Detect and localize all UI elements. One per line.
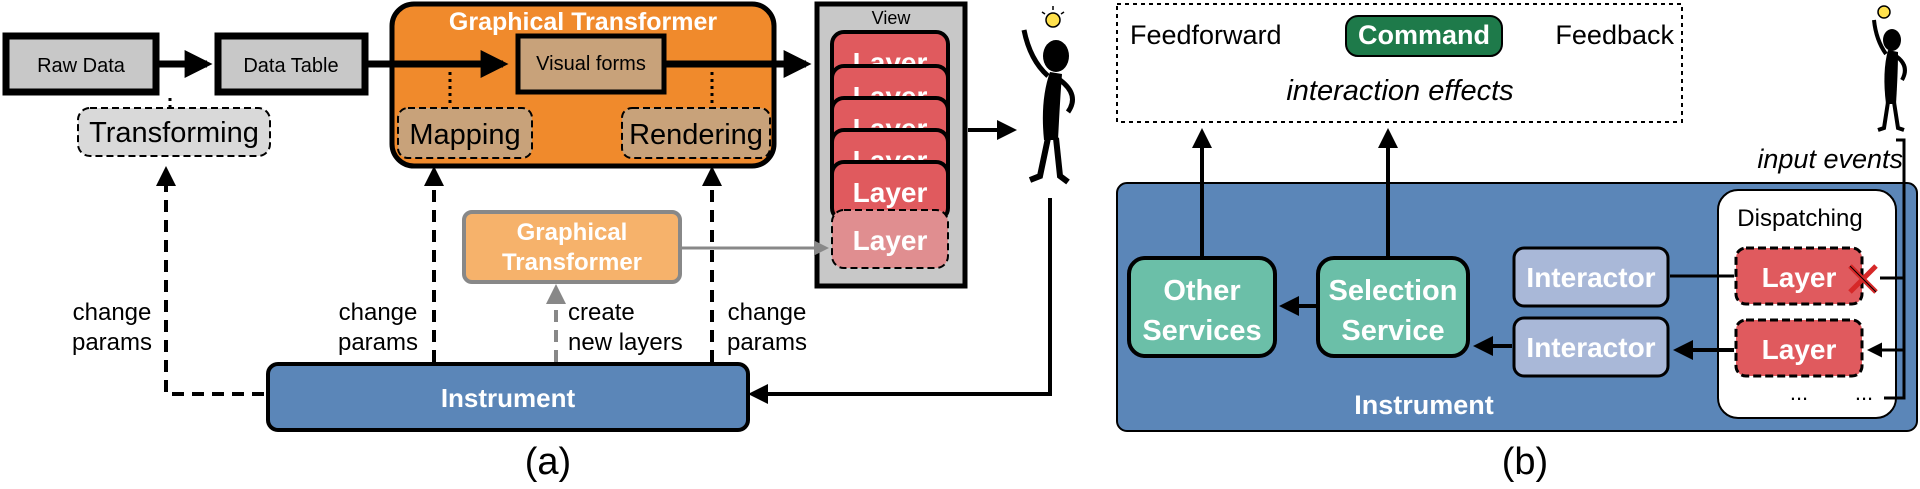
other-services-line1: Other <box>1163 275 1240 307</box>
blocked-cross-icon <box>1848 264 1878 294</box>
other-services-box: Other Services <box>1127 256 1277 358</box>
interactor-2-box: Interactor <box>1512 316 1670 378</box>
graphical-transformer-title: Graphical Transformer <box>449 8 717 36</box>
instrument-a-box: Instrument <box>266 362 750 432</box>
selection-service-line1: Selection <box>1329 275 1458 307</box>
new-layer-card <box>831 209 949 269</box>
arrow-user-to-instrument <box>748 198 1052 404</box>
input-events-line <box>1884 138 1906 400</box>
new-gt-label-1: Graphical <box>517 219 628 246</box>
change-params-2-line2: params <box>338 329 418 356</box>
mapping-box: Mapping <box>397 107 533 159</box>
dispatch-layer-1-label: Layer <box>1762 262 1837 293</box>
feedforward-label: Feedforward <box>1130 20 1282 50</box>
change-params-1-line1: change <box>73 299 152 326</box>
dispatch-layer-2: Layer <box>1734 318 1864 378</box>
rendering-box: Rendering <box>621 107 771 159</box>
new-graphical-transformer-box: Graphical Transformer <box>462 210 682 284</box>
transforming-box: Transforming <box>77 107 271 157</box>
other-services-line2: Services <box>1142 315 1261 347</box>
selection-service-line2: Service <box>1341 315 1444 347</box>
change-params-3-line1: change <box>728 299 807 326</box>
transforming-label: Transforming <box>89 117 259 149</box>
new-layer-label: Layer <box>853 225 928 256</box>
view-title: View <box>872 8 912 28</box>
user-figure-icon <box>1021 6 1075 185</box>
instrument-a-label: Instrument <box>441 383 576 413</box>
ellipsis-1: ... <box>1790 380 1808 405</box>
interaction-effects-box: Feedforward Command Feedback interaction… <box>1116 3 1683 123</box>
data-table-label: Data Table <box>243 55 338 77</box>
selection-service-box: Selection Service <box>1316 256 1470 358</box>
feedback-label: Feedback <box>1555 20 1674 50</box>
command-label: Command <box>1358 20 1490 50</box>
change-params-1-line2: params <box>72 329 152 356</box>
instrument-b-label: Instrument <box>1354 390 1494 420</box>
rendering-label: Rendering <box>629 119 763 151</box>
interactor-1-label: Interactor <box>1526 262 1655 293</box>
raw-data-label: Raw Data <box>37 55 126 77</box>
caption-a: (a) <box>525 441 571 483</box>
dispatch-layer-1: Layer <box>1734 246 1864 306</box>
interactor-2-label: Interactor <box>1526 332 1655 363</box>
visual-forms-label: Visual forms <box>536 53 646 75</box>
layer-stack: Layer Layer Layer Layer Layer Layer <box>830 30 950 269</box>
interactor-1-box: Interactor <box>1512 246 1670 308</box>
command-badge <box>1345 15 1503 57</box>
new-gt-label-2: Transformer <box>502 249 642 276</box>
create-new-layers-line2: new layers <box>568 329 683 356</box>
change-params-2-line1: change <box>339 299 418 326</box>
arrow-change-params-transforming <box>156 166 264 396</box>
dispatching-label: Dispatching <box>1737 205 1862 232</box>
change-params-3-line2: params <box>727 329 807 356</box>
layer-label: Layer <box>853 177 928 208</box>
user-figure-b-icon <box>1872 5 1907 132</box>
raw-data-box: Raw Data <box>2 32 160 96</box>
dispatch-layer-2-label: Layer <box>1762 334 1837 365</box>
data-table-box: Data Table <box>214 32 369 96</box>
input-events-label: input events <box>1757 144 1903 174</box>
interaction-effects-label: interaction effects <box>1286 75 1513 107</box>
ellipsis-2: ... <box>1855 380 1873 405</box>
visual-forms-box: Visual forms <box>515 33 667 95</box>
mapping-label: Mapping <box>409 119 520 151</box>
caption-b: (b) <box>1502 441 1548 483</box>
create-new-layers-line1: create <box>568 299 635 326</box>
